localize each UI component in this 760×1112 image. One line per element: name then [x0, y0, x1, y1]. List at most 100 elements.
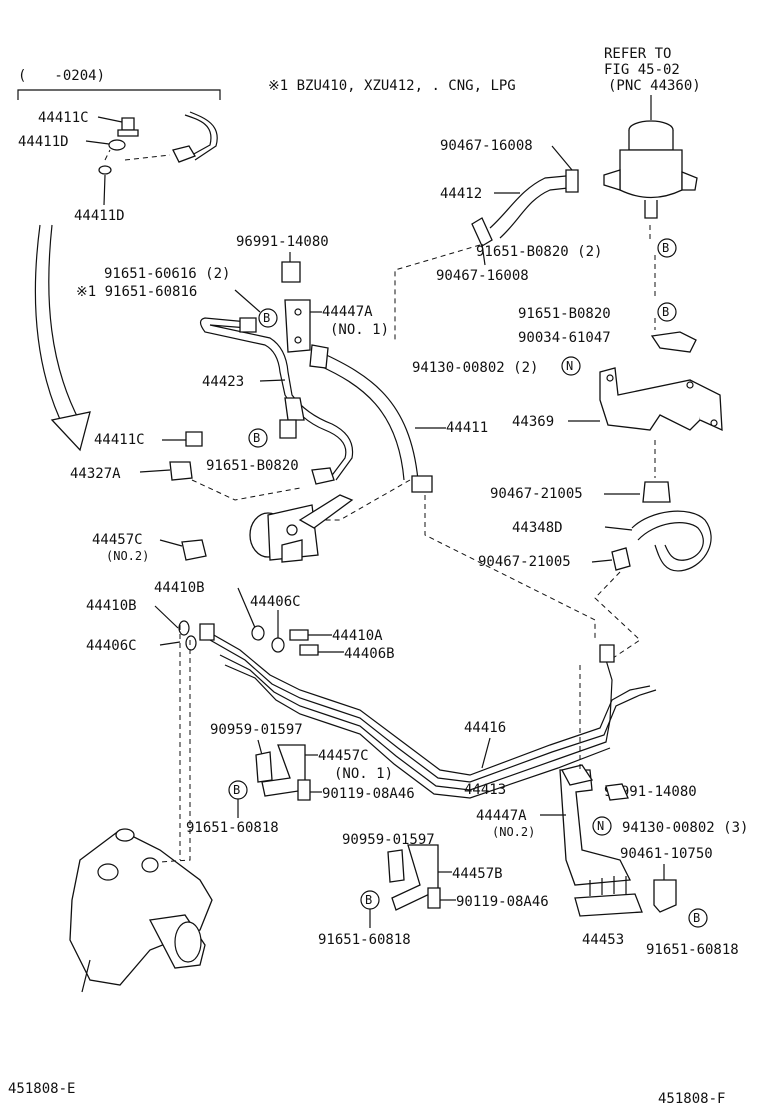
clip-44327A: [169, 461, 193, 481]
label-44457C-no1-sub: (NO. 1): [334, 766, 393, 782]
label-91651-60616-2: 91651-60616 (2): [104, 266, 230, 282]
label-90119-08A46-lower: 90119-08A46: [456, 894, 549, 910]
footer-code-left: 451808-E: [8, 1081, 75, 1097]
n-marker-upper-text: N: [566, 359, 573, 373]
label-91651-60818-right: 91651-60818: [646, 942, 739, 958]
reservoir-tank: [603, 95, 698, 219]
label-90467-21005-upper: 90467-21005: [490, 486, 583, 502]
label-44411C-mid: 44411C: [94, 432, 145, 448]
bracket-44457B: [387, 844, 439, 911]
bracket-44369: [599, 367, 723, 432]
inset-arrow: [34, 224, 91, 452]
label-96991-14080-upper: 96991-14080: [236, 234, 329, 250]
label-91651-60816: ※1 91651-60816: [76, 284, 197, 300]
bolt-90119-08A46-lower: [427, 887, 441, 909]
bracket-44447A-no1: [284, 299, 311, 353]
n-marker-lower-text: N: [597, 819, 604, 833]
b-marker-pipe-text: B: [263, 311, 270, 325]
clamp-90461-10750: [653, 879, 677, 913]
b-marker-clamp: [657, 302, 677, 322]
label-44406C-lower: 44406C: [86, 638, 137, 654]
pressure-pipes-44416-44413: [199, 623, 657, 799]
label-44457C-no2-sub: (NO.2): [106, 549, 149, 563]
label-44447A-no2-sub: (NO.2): [492, 825, 535, 839]
label-44447A-no2: 44447A: [476, 808, 527, 824]
label-44369: 44369: [512, 414, 554, 430]
b-marker-pipe: [258, 308, 278, 328]
label-44416: 44416: [464, 720, 506, 736]
steering-gear-box: [69, 828, 213, 993]
b-marker-lower-mid-text: B: [365, 893, 372, 907]
clamp-90034-61047: [650, 331, 697, 353]
label-44410A: 44410A: [332, 628, 383, 644]
b-marker-lower-left-text: B: [233, 783, 240, 797]
label-44453: 44453: [582, 932, 624, 948]
label-90461-10750: 90461-10750: [620, 846, 713, 862]
label-94130-00802-2: 94130-00802 (2): [412, 360, 538, 376]
label-91651-B0820-mid: 91651-B0820: [206, 458, 299, 474]
b-marker-mid: [248, 428, 268, 448]
label-90034-61047: 90034-61047: [518, 330, 611, 346]
b-marker-clamp-text: B: [662, 305, 669, 319]
label-91651-B0820-2: 91651-B0820 (2): [476, 244, 602, 260]
label-44406C-upper: 44406C: [250, 594, 301, 610]
label-44423: 44423: [202, 374, 244, 390]
pump-assembly: [249, 494, 354, 563]
label-90467-16008-lower: 90467-16008: [436, 268, 529, 284]
label-90959-01597-upper: 90959-01597: [210, 722, 303, 738]
label-90959-01597-lower: 90959-01597: [342, 832, 435, 848]
b-marker-mid-text: B: [253, 431, 260, 445]
label-44410B-lower: 44410B: [86, 598, 137, 614]
label-44447A-no1-sub: (NO. 1): [330, 322, 389, 338]
label-94130-00802-3: 94130-00802 (3): [622, 820, 748, 836]
clip-44457C-no2: [181, 539, 207, 561]
bolt-44411C-mid: [185, 431, 203, 447]
label-44411: 44411: [446, 420, 488, 436]
plate-44453: [574, 876, 643, 917]
variant-bracket: [17, 89, 221, 100]
label-44411D-inset-lower: 44411D: [74, 208, 125, 224]
label-44457C-no2: 44457C: [92, 532, 143, 548]
bolt-90119-08A46-upper: [297, 779, 311, 801]
clip-96991-14080-upper: [281, 261, 301, 283]
refer-to-line1: REFER TO: [604, 46, 671, 62]
n-marker-lower: [592, 816, 612, 836]
label-44348D: 44348D: [512, 520, 563, 536]
label-90467-21005-lower: 90467-21005: [478, 554, 571, 570]
label-91651-60818-mid: 91651-60818: [318, 932, 411, 948]
label-90467-16008-upper: 90467-16008: [440, 138, 533, 154]
bracket-44447A-no2: [559, 764, 632, 886]
label-44411D-inset: 44411D: [18, 134, 69, 150]
refer-to-line3: (PNC 44360): [608, 78, 701, 94]
label-44411C-inset: 44411C: [38, 110, 89, 126]
refer-to-line2: FIG 45-02: [604, 62, 680, 78]
b-marker-lower-right: [688, 908, 708, 928]
b-marker-reservoir: [657, 238, 677, 258]
b-marker-reservoir-text: B: [662, 241, 669, 255]
label-44413: 44413: [464, 782, 506, 798]
hose-44412: [471, 169, 579, 247]
label-44447A-no1: 44447A: [322, 304, 373, 320]
variant-range-label: ( -0204): [18, 68, 105, 84]
label-91651-60818-left: 91651-60818: [186, 820, 279, 836]
clamp-90467-21005-lower: [611, 547, 631, 571]
label-44410B-upper: 44410B: [154, 580, 205, 596]
applicability-note: ※1 BZU410, XZU412, . CNG, LPG: [268, 78, 516, 94]
clamp-90467-21005-upper: [642, 481, 671, 503]
label-44457C-no1: 44457C: [318, 748, 369, 764]
footer-code-right: 451808-F: [658, 1091, 725, 1107]
n-marker-upper: [561, 356, 581, 376]
label-44457B: 44457B: [452, 866, 503, 882]
hose-44411: [309, 344, 433, 493]
label-91651-B0820-clamp: 91651-B0820: [518, 306, 611, 322]
label-44412: 44412: [440, 186, 482, 202]
b-marker-lower-right-text: B: [693, 911, 700, 925]
washer-group: [178, 620, 319, 656]
label-44406B: 44406B: [344, 646, 395, 662]
bracket-44457C-no1: [255, 744, 306, 797]
clip-96991-14080-lower: [605, 783, 629, 801]
label-90119-08A46-upper: 90119-08A46: [322, 786, 415, 802]
hose-44348D: [631, 510, 712, 572]
pipe-44423: [199, 317, 354, 485]
